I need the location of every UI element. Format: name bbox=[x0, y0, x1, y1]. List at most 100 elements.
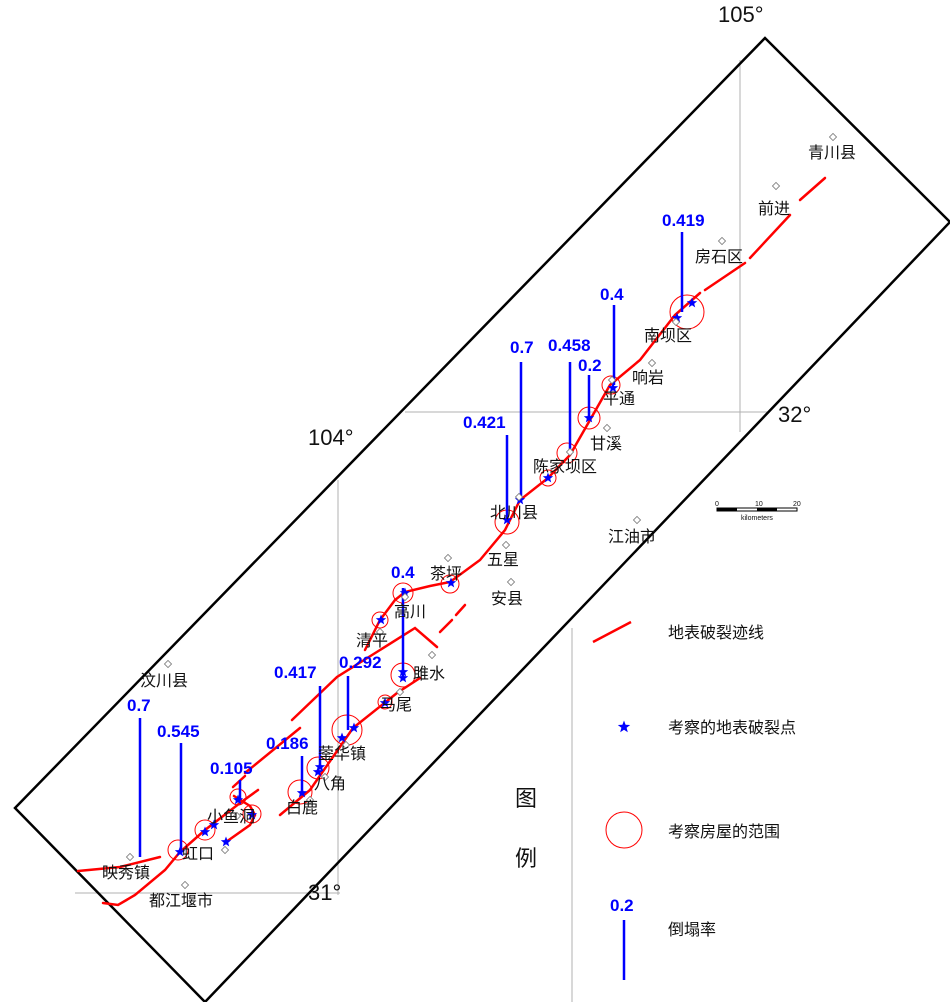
map-frame bbox=[13, 36, 950, 1002]
fault-trace-segment bbox=[748, 213, 792, 260]
place-label: 雎水 bbox=[413, 664, 445, 683]
settlement-marker-icon bbox=[163, 659, 173, 669]
legend-circle-icon bbox=[605, 811, 643, 849]
settlement-marker-icon bbox=[341, 740, 351, 750]
place-label: 汶川县 bbox=[140, 671, 188, 690]
place-label: 安县 bbox=[491, 589, 523, 608]
place-label: 清平 bbox=[356, 631, 388, 650]
place-label: 北川县 bbox=[490, 503, 538, 522]
settlement-marker-icon bbox=[632, 515, 642, 525]
fault-trace-segment bbox=[454, 603, 467, 617]
survey-range-circle bbox=[556, 442, 578, 464]
legend-fault-label: 地表破裂迹线 bbox=[668, 623, 764, 642]
settlement-marker-icon bbox=[501, 540, 511, 550]
settlement-marker-icon bbox=[771, 181, 781, 191]
fault-trace-segment bbox=[101, 788, 260, 907]
place-label: 八角 bbox=[314, 774, 346, 793]
place-label: 映秀镇 bbox=[102, 863, 150, 882]
rupture-point-star-icon bbox=[542, 472, 554, 483]
collapse-rate-label: 0.7 bbox=[510, 338, 534, 357]
scale-tick-0: 0 bbox=[715, 501, 719, 508]
rupture-point-star-icon bbox=[174, 846, 186, 857]
place-label: 茶坪 bbox=[430, 564, 462, 583]
collapse-rate-label: 0.421 bbox=[463, 413, 506, 432]
place-label: 陈家坝区 bbox=[533, 457, 597, 476]
fault-trace-segment bbox=[363, 291, 702, 652]
collapse-rate-label: 0.458 bbox=[548, 336, 591, 355]
place-label: 虹口 bbox=[182, 844, 214, 863]
survey-range-circle bbox=[539, 469, 557, 487]
survey-range-circle bbox=[242, 804, 262, 824]
legend-title-2: 例 bbox=[515, 847, 537, 872]
collapse-rate-label: 0.545 bbox=[157, 722, 200, 741]
place-label: 都江堰市 bbox=[149, 891, 213, 910]
place-label: 马尾 bbox=[380, 695, 412, 714]
place-label: 南坝区 bbox=[644, 326, 692, 345]
settlement-marker-icon bbox=[607, 375, 617, 385]
fault-trace-segment bbox=[703, 261, 747, 292]
settlement-marker-icon bbox=[232, 811, 242, 821]
survey-range-circle bbox=[167, 839, 189, 861]
settlement-marker-icon bbox=[427, 650, 437, 660]
collapse-rate-label: 0.4 bbox=[391, 563, 415, 582]
survey-range-circle bbox=[669, 294, 705, 330]
survey-range-circle bbox=[229, 788, 247, 806]
place-label: 小鱼洞 bbox=[207, 807, 255, 826]
rupture-point-star-icon bbox=[445, 577, 457, 588]
settlement-marker-icon bbox=[647, 358, 657, 368]
rupture-point-star-icon bbox=[686, 297, 698, 308]
scale-tick-20: 20 bbox=[793, 501, 801, 508]
settlement-marker-icon bbox=[220, 845, 230, 855]
place-label: 甘溪 bbox=[590, 434, 622, 453]
rupture-point-star-icon bbox=[314, 761, 326, 772]
settlement-marker-icon bbox=[514, 492, 524, 502]
rupture-point-star-icon bbox=[583, 412, 595, 423]
collapse-rate-bars: 0.4190.40.4580.20.70.4210.40.2920.4170.1… bbox=[127, 211, 705, 857]
rupture-point-star-icon bbox=[671, 312, 683, 323]
settlement-marker-icon bbox=[565, 447, 575, 457]
survey-ranges bbox=[167, 294, 705, 861]
fault-trace-segment bbox=[290, 626, 439, 722]
collapse-rate-label: 0.105 bbox=[210, 759, 253, 778]
legend-star-label: 考察的地表破裂点 bbox=[668, 718, 796, 737]
settlement-marker-icon bbox=[506, 577, 516, 587]
settlement-marker-icon bbox=[828, 132, 838, 142]
survey-range-circle bbox=[377, 694, 393, 710]
collapse-rate-label: 0.186 bbox=[266, 734, 309, 753]
settlement-marker-icon bbox=[305, 795, 315, 805]
rupture-point-star-icon bbox=[232, 794, 244, 805]
settlement-marker-icon bbox=[375, 627, 385, 637]
legend-title-1: 图 bbox=[515, 787, 537, 812]
place-label: 响岩 bbox=[632, 368, 664, 387]
place-label: 平通 bbox=[603, 389, 635, 408]
rupture-point-star-icon bbox=[296, 787, 308, 798]
rupture-points bbox=[174, 297, 698, 857]
rupture-point-star-icon bbox=[397, 672, 409, 683]
collapse-rate-label: 0.4 bbox=[600, 285, 624, 304]
settlement-marker-icon bbox=[395, 687, 405, 697]
survey-range-circle bbox=[287, 779, 313, 805]
rupture-point-star-icon bbox=[246, 809, 258, 820]
legend-fault-icon bbox=[592, 620, 632, 644]
place-label: 白鹿 bbox=[286, 798, 318, 817]
graticule bbox=[75, 60, 770, 1002]
rupture-point-star-icon bbox=[379, 697, 391, 708]
collapse-rate-label: 0.7 bbox=[127, 696, 151, 715]
survey-range-circle bbox=[306, 756, 330, 780]
place-label: 房石区 bbox=[695, 247, 743, 266]
collapse-rate-label: 0.419 bbox=[662, 211, 705, 230]
collapse-rate-label: 0.2 bbox=[578, 356, 602, 375]
legend-circle-label: 考察房屋的范围 bbox=[668, 822, 780, 841]
legend-bar-label: 倒塌率 bbox=[668, 920, 716, 939]
label-31: 31° bbox=[308, 880, 341, 905]
collapse-rate-label: 0.292 bbox=[339, 653, 382, 672]
place-labels: 青川县前进房石区南坝区响岩平通甘溪陈家坝区北川县五星安县江油市茶坪高川清平雎水马… bbox=[102, 132, 856, 910]
settlement-marker-icon bbox=[125, 852, 135, 862]
rupture-point-star-icon bbox=[220, 836, 232, 847]
legend: 图 例 地表破裂迹线 考察的地表破裂点 考察房屋的范围 0.2 倒塌率 bbox=[515, 620, 796, 980]
place-label: 青川县 bbox=[808, 143, 856, 162]
rupture-point-star-icon bbox=[348, 722, 360, 733]
legend-star-icon bbox=[617, 720, 631, 733]
settlement-marker-icon bbox=[180, 880, 190, 890]
rupture-point-star-icon bbox=[399, 587, 411, 598]
